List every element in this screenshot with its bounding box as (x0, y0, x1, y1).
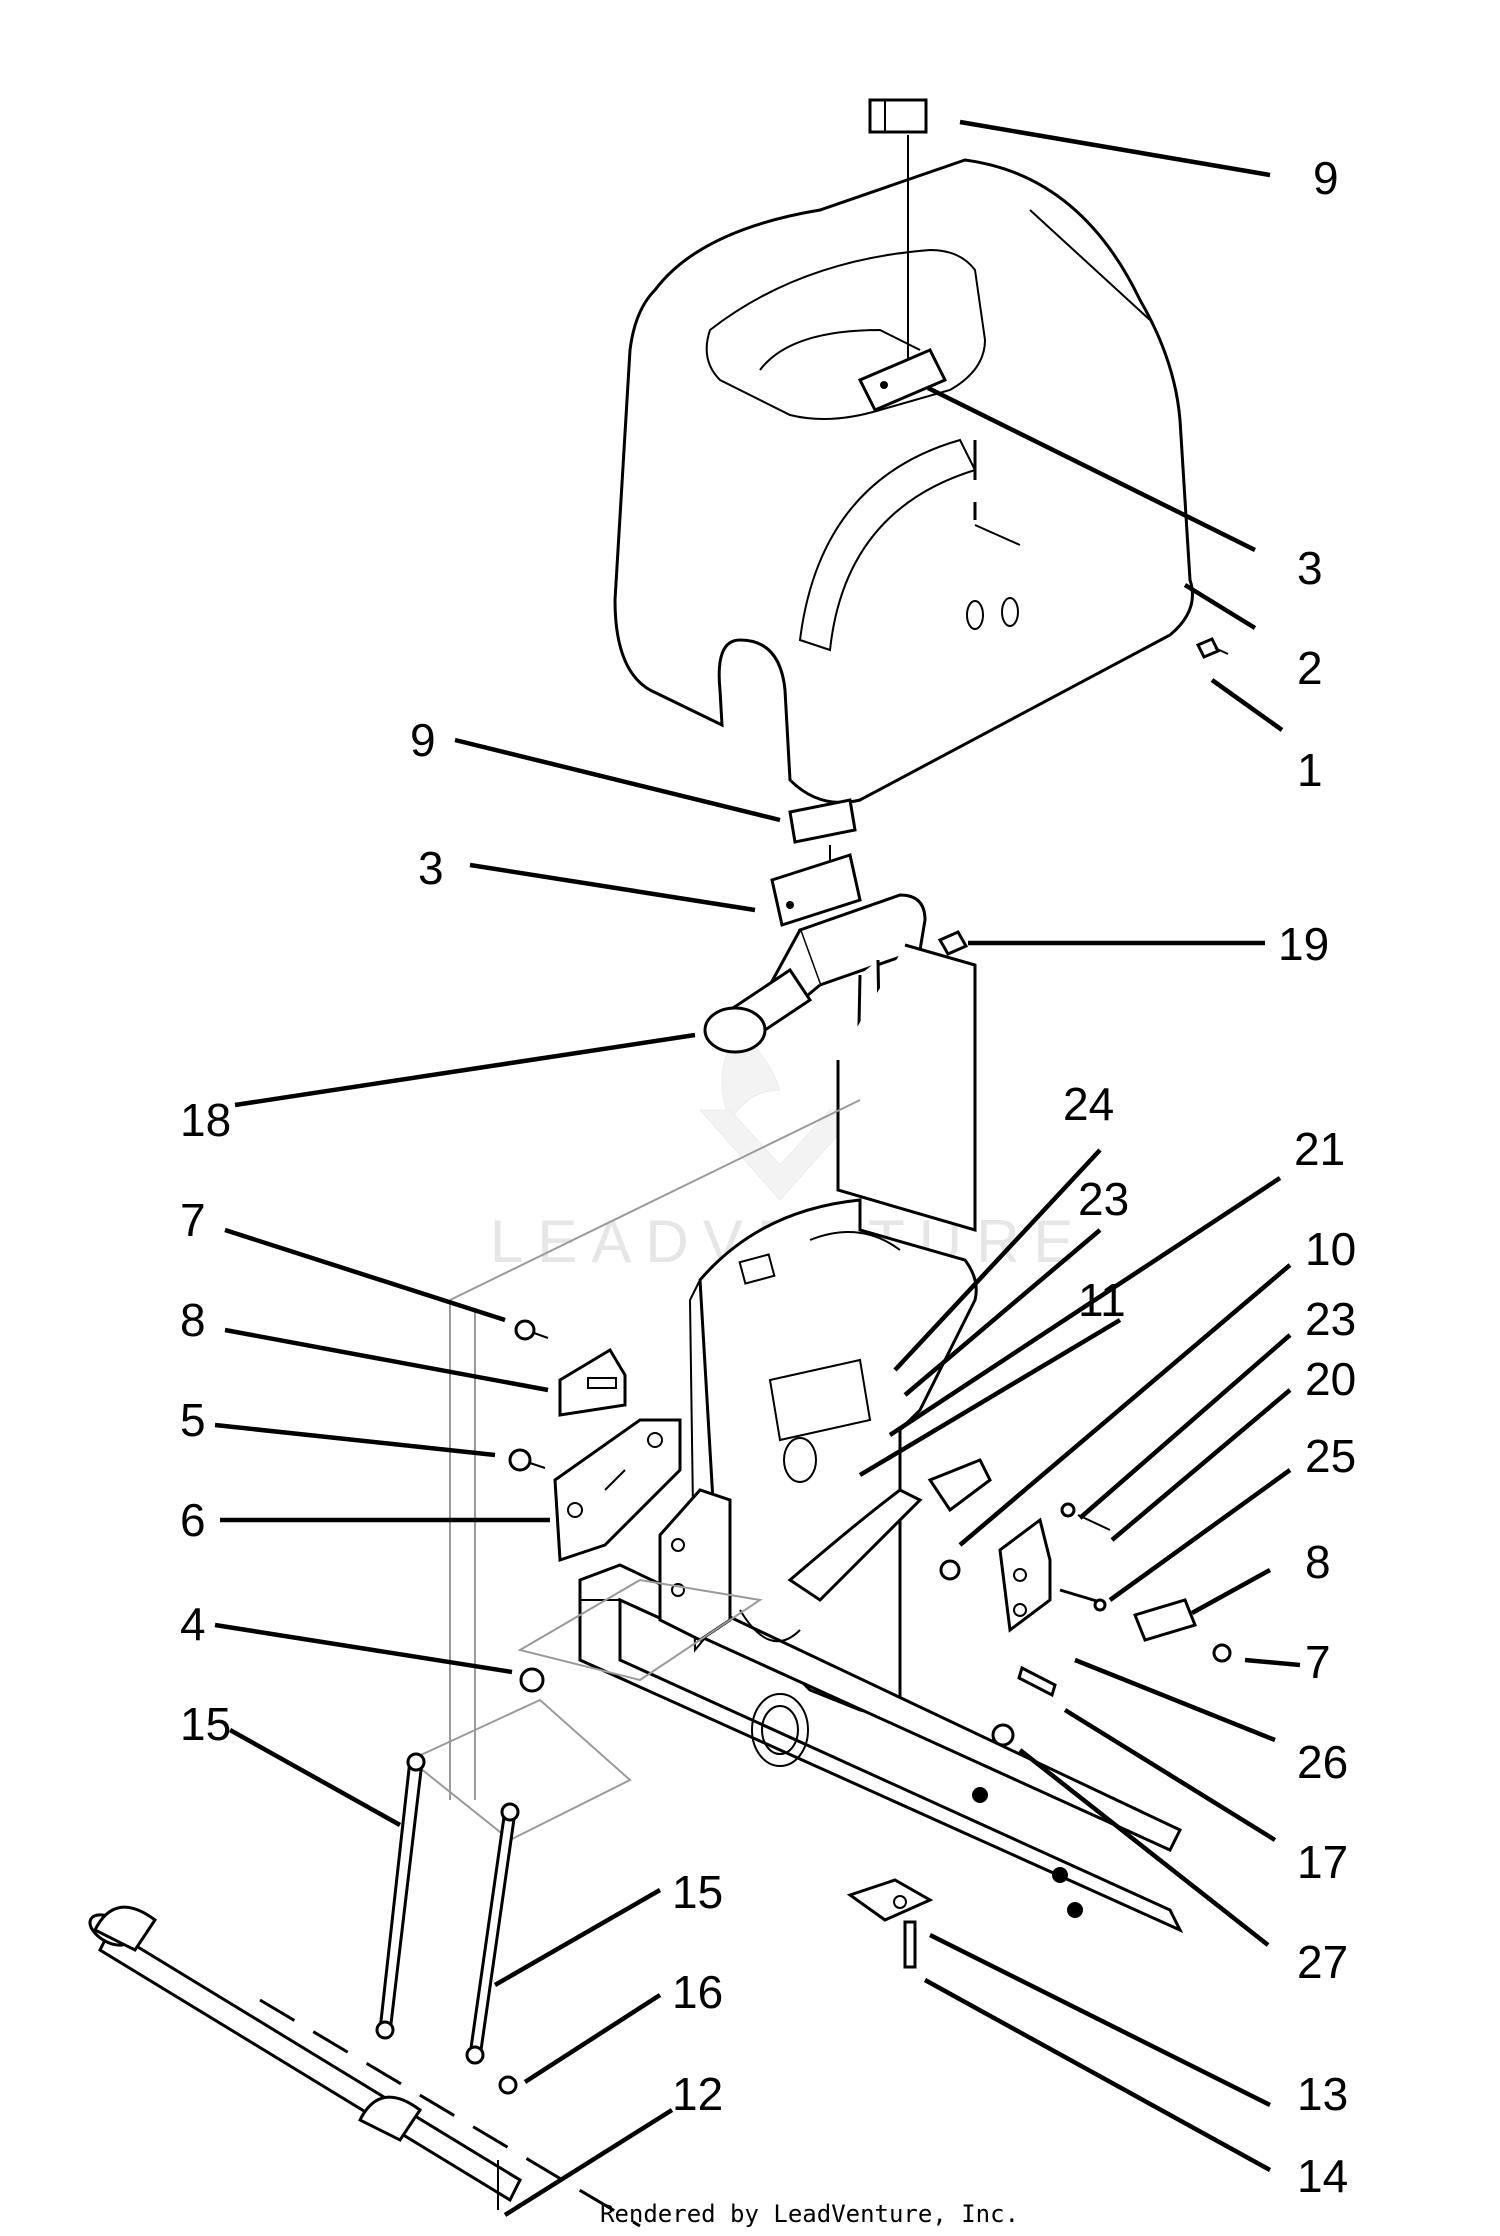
callout-18: 18 (180, 1094, 231, 1146)
callout-9-lower: 9 (410, 714, 436, 766)
leader-lines (214, 119, 1301, 2217)
assembly-line-6 (259, 1998, 641, 2228)
callout-8-left: 8 (180, 1294, 206, 1346)
pedal-bracket-left (658, 1488, 732, 1642)
pedal-rod-right (465, 1802, 520, 2065)
screw-1 (1195, 637, 1229, 659)
pivot-shaft (88, 1905, 522, 2203)
callout-3-top: 3 (1297, 542, 1323, 594)
callout-15-right: 15 (672, 1866, 723, 1918)
callout-23-upper: 23 (1078, 1173, 1129, 1225)
callout-6: 6 (180, 1494, 206, 1546)
bracket-8-left (558, 1347, 627, 1417)
bolt-14 (903, 1920, 917, 1969)
nut-27 (991, 1723, 1015, 1747)
callout-23-lower: 23 (1305, 1293, 1356, 1345)
callout-4: 4 (180, 1598, 206, 1650)
base-channel (578, 1563, 1184, 1934)
callout-9-top: 9 (1313, 152, 1339, 204)
callout-21: 21 (1294, 1123, 1345, 1175)
bolt-5 (508, 1448, 546, 1472)
rubber-bumper-lower (788, 798, 857, 844)
bracket-top (857, 348, 948, 412)
callout-7-left: 7 (180, 1194, 206, 1246)
bracket-lower (770, 853, 862, 927)
render-credit: Rendered by LeadVenture, Inc. (600, 2200, 1019, 2228)
callout-24: 24 (1063, 1078, 1114, 1130)
hardware-right (1059, 1502, 1111, 1612)
pedal-rod-left (375, 1752, 426, 2040)
bracket-8-right (1132, 1598, 1198, 1642)
callout-12: 12 (672, 2068, 723, 2120)
callout-1: 1 (1297, 744, 1323, 796)
callout-19: 19 (1278, 918, 1329, 970)
bolt-7-right (1212, 1643, 1232, 1663)
callout-14: 14 (1297, 2150, 1348, 2202)
callout-3-lower: 3 (418, 842, 444, 894)
plate-13 (846, 1878, 934, 1922)
mounting-plate (553, 1418, 682, 1563)
callout-10: 10 (1305, 1223, 1356, 1275)
assembly-line-3 (974, 524, 1021, 546)
callout-13: 13 (1297, 2068, 1348, 2120)
callout-27: 27 (1297, 1936, 1348, 1988)
callout-16: 16 (672, 1966, 723, 2018)
bolt-7-left (514, 1319, 549, 1341)
callout-15-left: 15 (180, 1698, 231, 1750)
callout-25: 25 (1305, 1430, 1356, 1482)
callout-20: 20 (1305, 1353, 1356, 1405)
linkage-arm (739, 1458, 992, 1643)
callout-2: 2 (1297, 642, 1323, 694)
callout-17: 17 (1297, 1836, 1348, 1888)
callout-26: 26 (1297, 1736, 1348, 1788)
rubber-bumper-top (868, 98, 928, 134)
callout-labels: 9 3 2 1 9 3 19 18 24 21 23 10 7 11 23 8 … (180, 152, 1356, 2202)
nut-4 (519, 1667, 545, 1693)
watermark-logo (698, 1029, 862, 1201)
callout-5: 5 (180, 1394, 206, 1446)
callout-11: 11 (1078, 1274, 1126, 1326)
callout-8-right: 8 (1305, 1536, 1331, 1588)
hood-cover (613, 158, 1194, 804)
bolt-17 (1017, 1665, 1057, 1698)
callout-7-right: 7 (1305, 1636, 1331, 1688)
floor-panel-outline (408, 1099, 861, 1842)
pin-16 (498, 2075, 518, 2095)
pedal-bracket-right (998, 1517, 1052, 1633)
